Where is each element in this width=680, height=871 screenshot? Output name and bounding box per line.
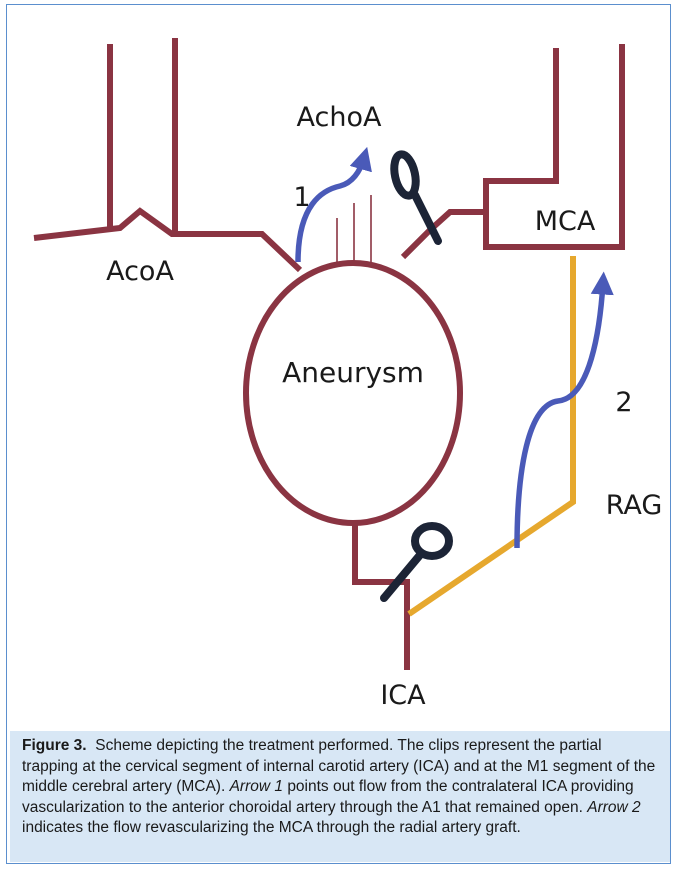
caption-text-2: points out flow from the contralateral I… [22, 778, 634, 816]
arrow-1-label: 1 [293, 182, 310, 213]
caption-label: Figure 3. [22, 737, 87, 754]
mca-label: MCA [535, 206, 596, 237]
arrow-2-label: 2 [615, 387, 632, 418]
caption-arrow1-label: Arrow 1 [229, 778, 283, 795]
ica-clip-icon [380, 522, 453, 602]
acoa-vessel [33, 207, 303, 273]
caption-text-1: Scheme depicting the treatment performed… [22, 737, 656, 795]
mca-clip-icon [390, 150, 442, 245]
aneurysm-sac [243, 260, 463, 526]
caption-text-3: indicates the flow revascularizing the M… [22, 819, 521, 836]
ica-label: ICA [380, 680, 426, 711]
acoa-label: AcoA [106, 256, 174, 287]
aneurysm-label: Aneurysm [282, 356, 424, 389]
caption-arrow2-label: Arrow 2 [587, 798, 641, 816]
achoa-label: AchoA [297, 102, 382, 133]
figure-caption: Figure 3. Scheme depicting the treatment… [10, 731, 670, 862]
flow-arrow-2 [514, 271, 614, 549]
flow-arrow-1 [295, 146, 372, 263]
rag-label: RAG [606, 490, 663, 521]
radial-artery-graft [407, 256, 576, 617]
ica-vessel [352, 518, 410, 670]
treatment-scheme-diagram: AchoA AcoA MCA Aneurysm ICA RAG 1 2 [33, 38, 663, 711]
mca-stub-vessel [400, 209, 486, 260]
